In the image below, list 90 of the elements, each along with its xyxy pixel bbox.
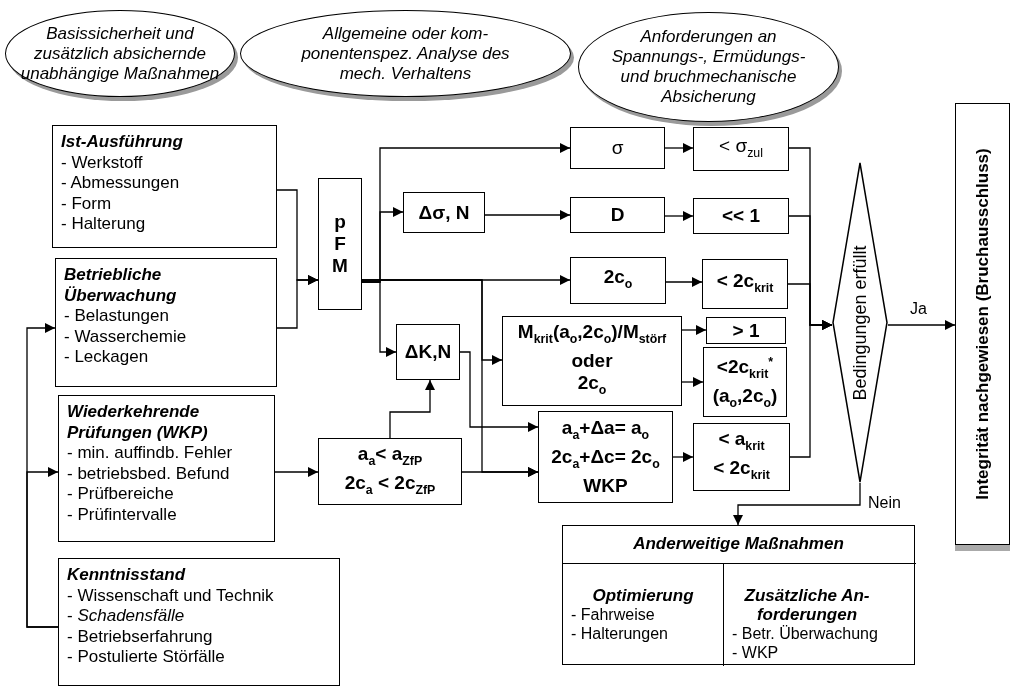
- arrow: [665, 277, 703, 287]
- list-item: - Halterungen: [571, 624, 669, 643]
- arrow: [681, 377, 704, 387]
- input-box: [58, 558, 340, 686]
- result-label: Integrität nachgewiesen (Bruchausschluss): [972, 148, 993, 500]
- condition-label: Bedingungen erfüllt: [849, 244, 871, 401]
- formula-label: p F M: [332, 211, 348, 277]
- box-heading: Kenntnisstand: [67, 565, 187, 586]
- input-box: [55, 258, 277, 387]
- list-item: - Fahrweise: [571, 605, 656, 624]
- arrow: [389, 379, 435, 439]
- formula-label: oder: [571, 350, 613, 372]
- box-heading: Wiederkehrende Prüfungen (WKP): [67, 402, 209, 443]
- formula-label: 2c$_{a}$ < 2c$_{ZfP}$: [344, 471, 436, 499]
- list-item: - Belastungen: [64, 306, 170, 327]
- arrow: [664, 143, 694, 153]
- list-item: - Schadensfälle: [67, 606, 186, 627]
- list-item: - Prüfintervalle: [67, 504, 178, 525]
- process-box: [703, 347, 787, 417]
- arrow: [887, 320, 956, 330]
- formula-label: Δσ, N: [418, 201, 470, 224]
- arrow: [664, 211, 694, 221]
- arrow: [26, 467, 59, 628]
- process-box: [538, 411, 673, 503]
- formula-label: D: [610, 204, 625, 226]
- formula-label: 2c$_{a}$+Δc= 2c$_{o}$: [551, 446, 660, 473]
- box-heading: Betriebliche Überwachung: [64, 265, 178, 306]
- list-item: - WKP: [732, 643, 780, 662]
- measures-table: [562, 525, 915, 665]
- phase-label: Anforderungen an Spannungs-, Ermüdungs- und bruchmechanische Absicherung: [610, 27, 807, 107]
- process-box: [570, 127, 665, 169]
- list-item: - Betriebserfahrung: [67, 626, 214, 647]
- phase-label: Allgemeine oder kom- ponentenspez. Analyse des mech. Verhaltens: [300, 23, 511, 84]
- list-item: - Form: [61, 193, 113, 214]
- formula-label: < σ$_{zul}$: [719, 134, 763, 162]
- process-box: [318, 438, 462, 505]
- process-box: [693, 198, 789, 234]
- box-heading: Optimierung: [591, 585, 695, 605]
- arrow: [733, 482, 861, 526]
- formula-label: 2c$_{o}$: [577, 372, 607, 399]
- process-box: [396, 324, 460, 380]
- list-item: - Postulierte Störfälle: [67, 647, 226, 668]
- formula-label: (a$_{o}$,2c$_{o}$): [712, 384, 778, 412]
- table-cell: [723, 563, 916, 666]
- process-box: [693, 127, 789, 171]
- arrow: [789, 320, 833, 458]
- formula-label: M$_{krit}$(a$_{o}$,2c$_{o}$)/M$_{störf}$: [517, 321, 667, 348]
- list-item: - betriebsbed. Befund: [67, 463, 231, 484]
- list-item: - Werkstoff: [61, 152, 144, 173]
- list-item: - Wissenschaft und Technik: [67, 585, 275, 606]
- table-heading: Anderweitige Maßnahmen: [632, 533, 845, 554]
- formula-label: ΔK,N: [404, 341, 452, 363]
- list-item: - Prüfbereiche: [67, 484, 175, 505]
- formula-label: σ: [611, 137, 624, 159]
- list-item: - Abmessungen: [61, 173, 181, 194]
- arrow: [461, 467, 539, 477]
- formula-label: < 2c$_{krit}$: [713, 457, 770, 484]
- process-box: [702, 259, 788, 309]
- formula-label: WKP: [583, 474, 628, 497]
- list-item: - Halterung: [61, 214, 147, 235]
- process-box: [570, 257, 666, 304]
- process-box: [318, 178, 362, 310]
- process-box: [570, 197, 665, 233]
- input-box: [52, 125, 277, 248]
- box-heading: Ist-Ausführung: [61, 132, 184, 153]
- formula-label: a$_{a}$< a$_{ZfP}$: [357, 442, 423, 470]
- process-box: [693, 423, 790, 491]
- arrow: [276, 275, 319, 329]
- formula-label: 2c$_{o}$: [603, 266, 633, 293]
- formula-label: > 1: [732, 319, 760, 342]
- process-box: [403, 192, 485, 233]
- list-item: - Betr. Überwachung: [732, 624, 879, 643]
- process-box: [502, 316, 682, 406]
- formula-label: < a$_{krit}$: [718, 428, 765, 455]
- arrow: [681, 325, 707, 335]
- arrow: [459, 351, 539, 432]
- arrow: [361, 281, 397, 357]
- list-item: - Leckagen: [64, 347, 150, 368]
- formula-label: << 1: [721, 205, 760, 227]
- process-box: [706, 317, 786, 344]
- input-box: [58, 395, 275, 542]
- formula-label: < 2c$_{krit}$: [716, 269, 774, 297]
- phase-label: Basissicherheit und zusätzlich absichernde unabhängige Maßnahmen: [19, 23, 221, 84]
- formula-label: a$_{a}$+Δa= a$_{o}$: [561, 417, 650, 444]
- arrow: [484, 210, 571, 220]
- list-item: - min. auffindb. Fehler: [67, 443, 234, 464]
- arrow: [672, 452, 694, 462]
- list-item: - Wasserchemie: [64, 326, 188, 347]
- arrow: [274, 467, 319, 477]
- box-heading: Zusätzliche An- forderungen: [743, 585, 871, 624]
